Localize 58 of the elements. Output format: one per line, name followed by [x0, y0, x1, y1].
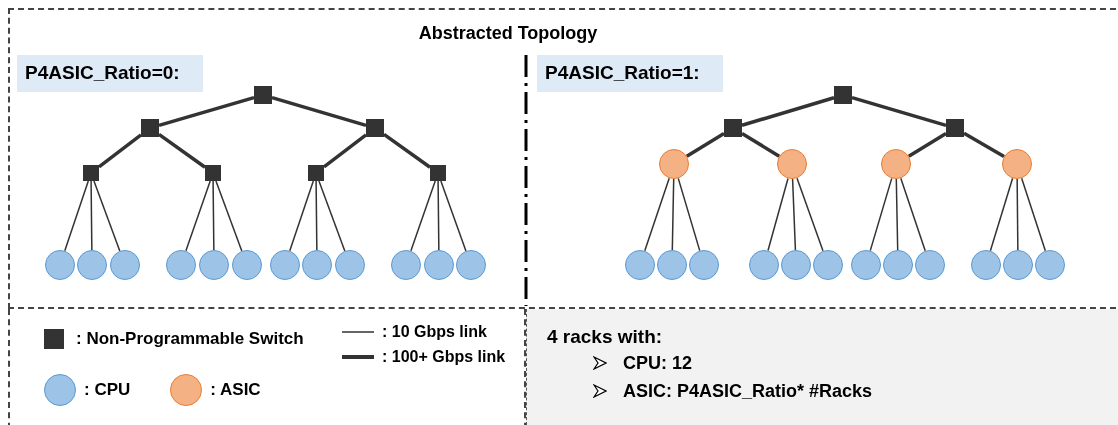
- thick-link: [963, 131, 1005, 158]
- thin-link: [410, 180, 436, 252]
- thin-link: [767, 177, 789, 252]
- thin-link: [93, 180, 121, 252]
- diagram-title: Abstracted Topology: [417, 22, 599, 45]
- thick-link: [322, 133, 368, 169]
- bullet-text: ASIC: P4ASIC_Ratio* #Racks: [623, 380, 873, 403]
- thick-link: [741, 132, 781, 158]
- thin-link: [90, 180, 93, 251]
- thin-link: [1020, 177, 1047, 252]
- thin-link: [1016, 178, 1019, 251]
- thick-link: [158, 133, 206, 169]
- switch-square: [430, 165, 446, 181]
- switch-square: [366, 119, 384, 137]
- thin-link: [644, 177, 670, 252]
- thin-link: [212, 180, 215, 251]
- thin-link: [215, 180, 243, 252]
- switch-square: [834, 86, 852, 104]
- thin-link: [318, 180, 346, 252]
- thin-link: [64, 180, 90, 252]
- switch-square: [254, 86, 272, 104]
- thick-link: [271, 95, 367, 128]
- thin-link: [440, 180, 467, 252]
- switch-square: [205, 165, 221, 181]
- thin-link: [671, 178, 675, 251]
- thick-link: [383, 133, 431, 169]
- switch-square: [724, 119, 742, 137]
- thick-link: [685, 132, 725, 158]
- thick-link: [907, 132, 947, 158]
- thin-link: [989, 177, 1014, 252]
- thick-link: [158, 95, 255, 128]
- thin-link: [289, 180, 315, 252]
- switch-square: [141, 119, 159, 137]
- bullet-text: CPU: 12: [623, 352, 693, 375]
- switch-square: [83, 165, 99, 181]
- legend-text: : 10 Gbps link: [382, 322, 487, 342]
- thin-link: [869, 177, 893, 252]
- thin-link: [437, 180, 440, 251]
- switch-square: [946, 119, 964, 137]
- legend-text: : ASIC: [210, 379, 261, 402]
- info-panel: [526, 309, 1118, 425]
- thick-link: [741, 96, 835, 127]
- thin-link: [900, 177, 926, 252]
- legend-text: : Non-Programmable Switch: [76, 328, 304, 350]
- legend-text: : 100+ Gbps link: [382, 347, 506, 367]
- thin-link: [677, 177, 701, 252]
- switch-square: [308, 165, 324, 181]
- thin-link: [895, 178, 899, 251]
- ratio-label: P4ASIC_Ratio=1:: [537, 55, 723, 92]
- thin-link: [185, 180, 211, 252]
- panel-heading: 4 racks with:: [547, 325, 663, 349]
- legend-text: : CPU: [84, 379, 131, 402]
- thin-link: [791, 178, 797, 251]
- thick-link: [97, 133, 143, 169]
- thick-link: [851, 95, 947, 128]
- ratio-label: P4ASIC_Ratio=0:: [17, 55, 203, 92]
- thin-link: [796, 177, 824, 252]
- thin-link: [315, 180, 318, 251]
